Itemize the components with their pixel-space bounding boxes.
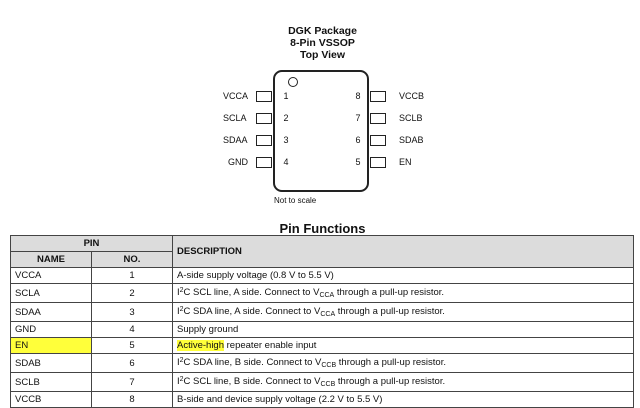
package-title: DGK Package 8-Pin VSSOP Top View (250, 25, 395, 61)
pin-pad-2 (256, 113, 272, 124)
pin-number-cell: 8 (91, 391, 173, 408)
pin-group-header: PIN (10, 235, 173, 252)
pin-name-cell: SDAB (10, 353, 92, 373)
table-row: SDAA 3 I2C SDA line, A side. Connect to … (10, 302, 634, 322)
pin-description-cell: I2C SDA line, A side. Connect to VCCA th… (172, 302, 634, 322)
pin-pad-7 (370, 113, 386, 124)
package-body (273, 70, 369, 192)
pin-number-cell: 3 (91, 302, 173, 322)
pin-pad-4 (256, 157, 272, 168)
number-header: NO. (91, 251, 173, 268)
pin-name-cell: SCLB (10, 372, 92, 392)
pin-name-cell: GND (10, 321, 92, 338)
pin1-marker-dot (288, 77, 298, 87)
pin-name-cell: VCCA (10, 267, 92, 284)
description-header: DESCRIPTION (172, 235, 634, 268)
pin-number-cell: 4 (91, 321, 173, 338)
highlighted-text: Active-high (177, 340, 224, 351)
pin-number-8: 8 (355, 91, 361, 101)
pin-pad-1 (256, 91, 272, 102)
table-row: VCCB 8 B-side and device supply voltage … (10, 391, 634, 408)
pin-number-3: 3 (283, 135, 289, 145)
pin-number-5: 5 (355, 157, 361, 167)
pin-pad-8 (370, 91, 386, 102)
name-header: NAME (10, 251, 92, 268)
pin-description-cell: I2C SCL line, B side. Connect to VCCB th… (172, 372, 634, 392)
pin-number-cell: 6 (91, 353, 173, 373)
table-row: GND 4 Supply ground (10, 321, 634, 338)
pin-number-4: 4 (283, 157, 289, 167)
pin-label-sclb: SCLB (399, 113, 423, 123)
pin-name-cell: SCLA (10, 283, 92, 303)
pin-number-cell: 7 (91, 372, 173, 392)
package-title-line-1: DGK Package (288, 25, 357, 37)
pin-label-gnd: GND (228, 157, 248, 167)
table-row: SCLB 7 I2C SCL line, B side. Connect to … (10, 372, 634, 392)
pin-number-2: 2 (283, 113, 289, 123)
package-title-line-2: 8-Pin VSSOP (290, 37, 355, 49)
pin-number-7: 7 (355, 113, 361, 123)
pin-pad-6 (370, 135, 386, 146)
pin-description-cell: Active-high repeater enable input (172, 337, 634, 354)
pin-label-vcca: VCCA (223, 91, 249, 101)
pin-pad-5 (370, 157, 386, 168)
pin-name-cell: EN (10, 337, 92, 354)
pin-functions-title: Pin Functions (279, 221, 366, 236)
scale-note: Not to scale (274, 196, 317, 205)
pin-pad-3 (256, 135, 272, 146)
table-row: EN 5 Active-high repeater enable input (10, 337, 634, 354)
pin-description-cell: Supply ground (172, 321, 634, 338)
pin-description-cell: A-side supply voltage (0.8 V to 5.5 V) (172, 267, 634, 284)
table-row: VCCA 1 A-side supply voltage (0.8 V to 5… (10, 267, 634, 284)
pin-number-1: 1 (283, 91, 289, 101)
table-row: SDAB 6 I2C SDA line, B side. Connect to … (10, 353, 634, 373)
pin-number-cell: 1 (91, 267, 173, 284)
package-title-line-3: Top View (299, 49, 346, 61)
pin-description-cell: I2C SDA line, B side. Connect to VCCB th… (172, 353, 634, 373)
pin-label-scla: SCLA (223, 113, 247, 123)
pin-functions-table: PIN DESCRIPTION NAME NO. VCCA 1 A-side s… (10, 235, 634, 408)
pin-number-cell: 5 (91, 337, 173, 354)
pin-label-en: EN (399, 157, 412, 167)
table-row: SCLA 2 I2C SCL line, A side. Connect to … (10, 283, 634, 303)
pin-name-cell: SDAA (10, 302, 92, 322)
pin-number-cell: 2 (91, 283, 173, 303)
pin-description-cell: I2C SCL line, A side. Connect to VCCA th… (172, 283, 634, 303)
pin-number-6: 6 (355, 135, 361, 145)
pin-description-cell: B-side and device supply voltage (2.2 V … (172, 391, 634, 408)
pin-name-cell: VCCB (10, 391, 92, 408)
pin-label-vccb: VCCB (399, 91, 425, 101)
pin-label-sdab: SDAB (399, 135, 424, 145)
pin-label-sdaa: SDAA (223, 135, 248, 145)
